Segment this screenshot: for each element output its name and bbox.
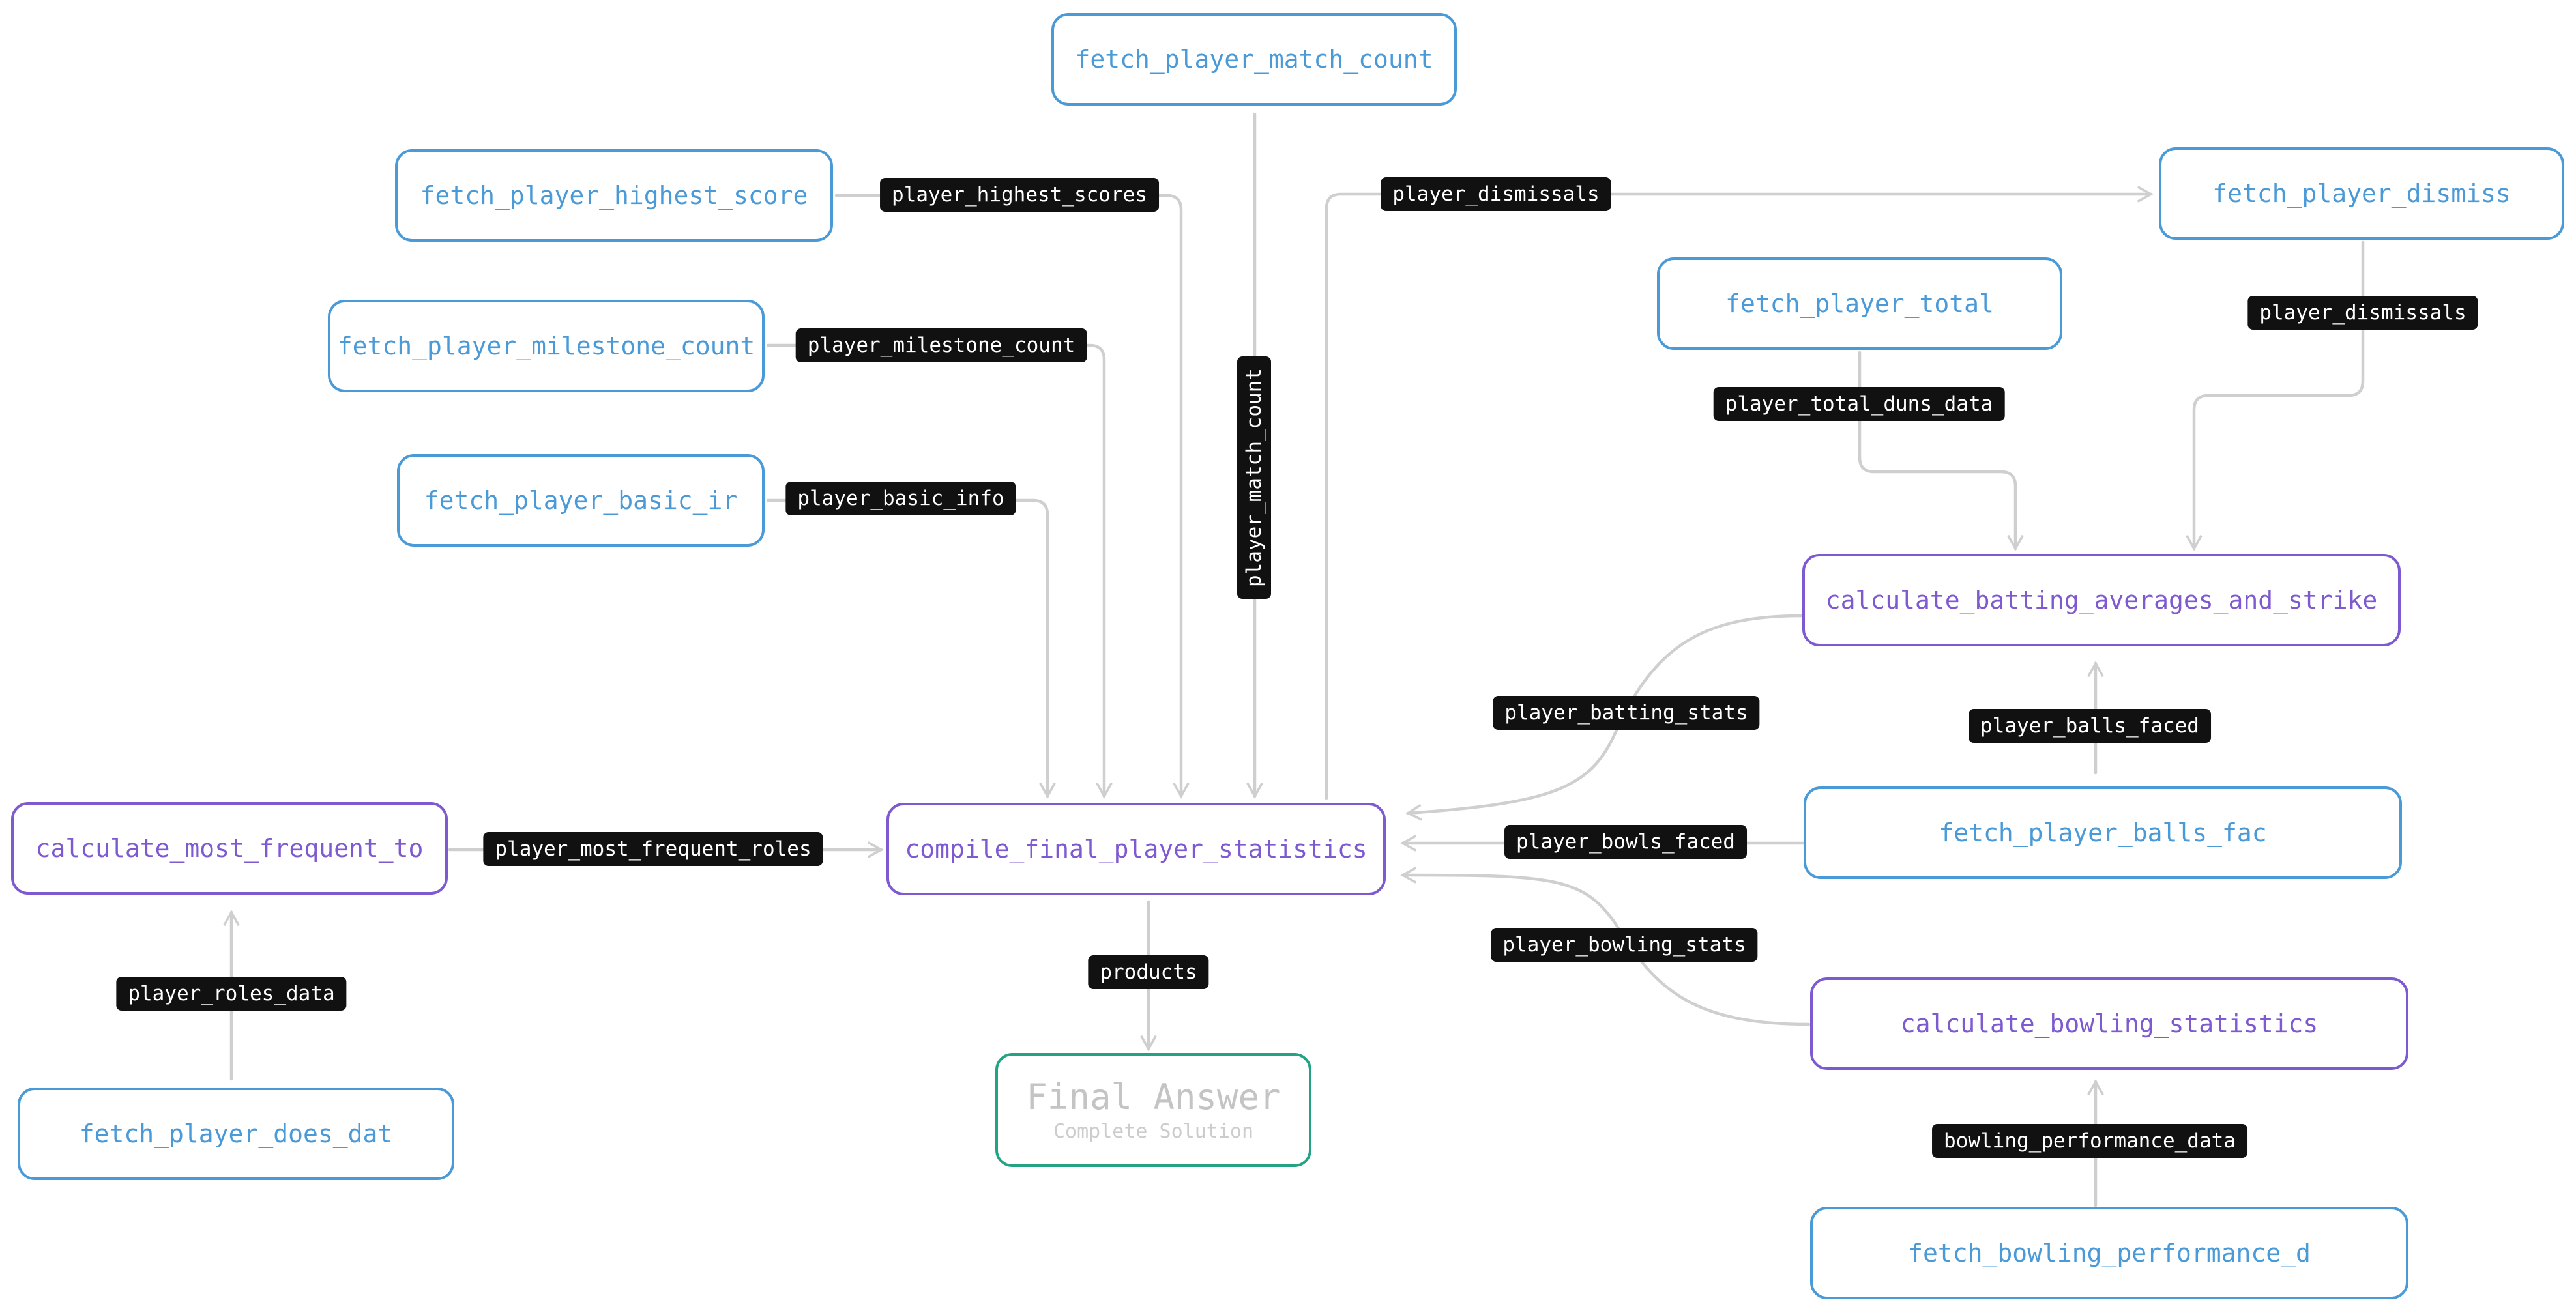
label-player-bowling-stats: player_bowling_stats	[1491, 928, 1758, 962]
label-player-total-duns-data: player_total_duns_data	[1713, 387, 2005, 421]
label-player-dismissals-right: player_dismissals	[2247, 296, 2478, 330]
label-player-bowls-faced: player_bowls_faced	[1504, 825, 1747, 859]
edge-player-highest-scores	[834, 194, 1190, 799]
edge-player-dismissals-right	[2186, 240, 2365, 551]
label-player-most-frequent-roles: player_most_frequent_roles	[483, 832, 823, 866]
label-player-batting-stats: player_batting_stats	[1493, 696, 1760, 730]
label-player-basic-info: player_basic_info	[785, 482, 1016, 515]
label-bowling-performance-data: bowling_performance_data	[1932, 1124, 2247, 1158]
node-compile-final-player-statistics[interactable]: compile_final_player_statistics	[886, 803, 1386, 895]
node-fetch-player-does-dat[interactable]: fetch_player_does_dat	[18, 1088, 454, 1180]
label-player-milestone-count: player_milestone_count	[795, 328, 1087, 362]
label-player-dismissals-top: player_dismissals	[1381, 177, 1611, 211]
node-fetch-bowling-performance-d[interactable]: fetch_bowling_performance_d	[1810, 1207, 2408, 1299]
node-calculate-bowling-statistics[interactable]: calculate_bowling_statistics	[1810, 977, 2408, 1070]
label-player-highest-scores: player_highest_scores	[880, 178, 1159, 212]
node-fetch-player-highest-score[interactable]: fetch_player_highest_score	[395, 149, 833, 242]
edge-player-bowling-stats	[1400, 867, 1811, 1026]
node-final-answer[interactable]: Final Answer Complete Solution	[995, 1053, 1311, 1167]
edge-player-total-duns-data	[1858, 351, 2024, 551]
edge-player-dismissals-top	[1325, 186, 2154, 800]
node-fetch-player-basic-ir[interactable]: fetch_player_basic_ir	[397, 454, 765, 547]
node-fetch-player-match-count[interactable]: fetch_player_match_count	[1051, 13, 1457, 106]
node-fetch-player-dismiss[interactable]: fetch_player_dismiss	[2159, 147, 2564, 240]
node-fetch-player-balls-fac[interactable]: fetch_player_balls_fac	[1804, 786, 2402, 879]
node-calculate-most-frequent-to[interactable]: calculate_most_frequent_to	[11, 802, 448, 895]
label-player-balls-faced: player_balls_faced	[1969, 709, 2211, 743]
edge-player-basic-info	[766, 498, 1056, 799]
node-fetch-player-milestone-count[interactable]: fetch_player_milestone_count	[328, 300, 765, 392]
node-calculate-batting-averages-and-strike[interactable]: calculate_batting_averages_and_strike	[1802, 554, 2401, 646]
label-products: products	[1088, 955, 1209, 989]
edge-player-batting-stats	[1405, 614, 1804, 821]
node-fetch-player-total[interactable]: fetch_player_total	[1657, 257, 2062, 350]
label-player-match-count: player_match_count	[1237, 356, 1271, 599]
edge-player-milestone-count	[766, 343, 1113, 799]
label-player-roles-data: player_roles_data	[116, 977, 347, 1011]
final-answer-title: Final Answer	[1026, 1076, 1281, 1118]
final-answer-subtitle: Complete Solution	[1053, 1119, 1254, 1143]
